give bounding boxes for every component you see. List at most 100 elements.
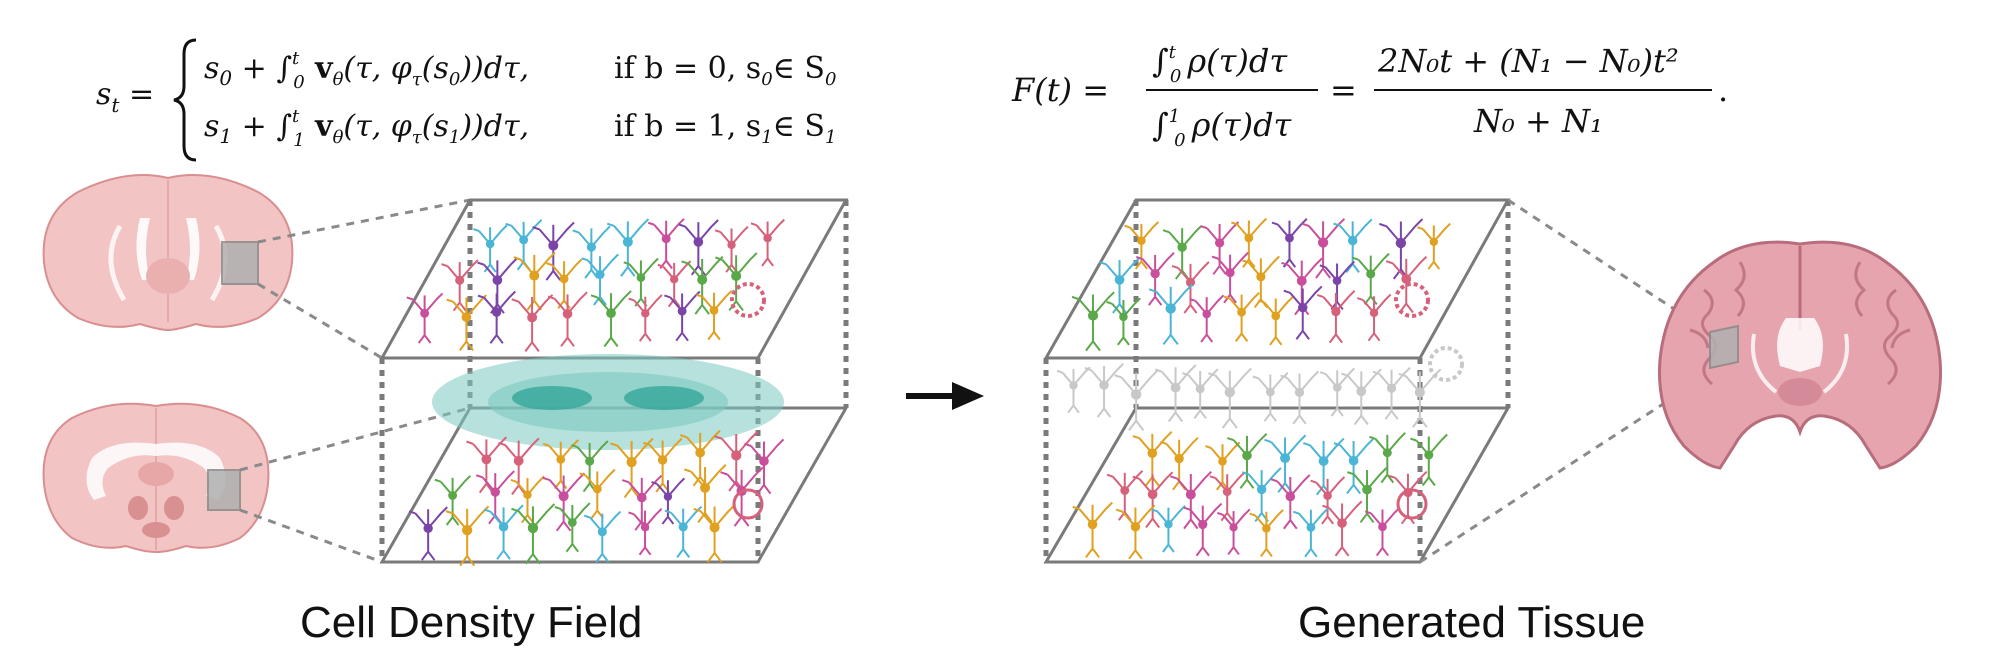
cases-brace [173, 38, 197, 162]
neuron-icon [1160, 437, 1199, 491]
neuron-icon [408, 506, 448, 561]
neuron-icon [1084, 363, 1124, 418]
density-blob [432, 354, 784, 450]
neuron-icon [1249, 509, 1284, 558]
neuron-icon [1270, 474, 1311, 530]
neuron-icon [610, 437, 654, 499]
neuron-icon [1357, 293, 1392, 342]
neuron-icon [532, 221, 575, 281]
neuron-icon [1135, 252, 1175, 306]
neuron-icon [1341, 368, 1382, 426]
neuron-icon [1398, 368, 1442, 428]
neuron-icon [579, 468, 616, 519]
neuron-icon [1151, 505, 1186, 553]
blood-vessel-ring-icon [732, 488, 764, 520]
neuron-icon [554, 502, 591, 553]
neuron-icon [1132, 431, 1173, 487]
neuron-icon [1410, 433, 1448, 487]
neuron-icon [434, 475, 472, 526]
neuron-icon [1372, 366, 1411, 420]
caption-cell-density-field: Cell Density Field [300, 598, 643, 647]
neuron-icon [681, 256, 724, 315]
neuron-icon [1223, 291, 1260, 342]
blood-vessel-ring-icon [1428, 346, 1464, 382]
neuron-icon [651, 477, 686, 525]
blood-vessel-ring-icon [730, 282, 766, 318]
neuron-icon [590, 290, 632, 348]
blood-vessel-ring-icon [1394, 282, 1430, 318]
generated-tissue-box [1043, 198, 1511, 564]
neuron-icon [1319, 260, 1356, 311]
neuron-icon [1148, 283, 1193, 346]
neuron-icon [477, 290, 516, 344]
neuron-icon [1072, 501, 1113, 558]
neuron-icon [1303, 437, 1345, 496]
neuron-icon [1106, 470, 1144, 521]
neuron-icon [1283, 285, 1323, 340]
neuron-icon [1162, 225, 1202, 280]
neuron-icon [1226, 432, 1268, 489]
eq-right-period: . [1718, 71, 1728, 109]
neuron-icon [1189, 294, 1225, 343]
eq-right-equals: = [1330, 71, 1357, 109]
neuron-icon [1154, 364, 1197, 423]
neuron-icon [621, 474, 663, 531]
eq-left-case2-condition: if b = 1, s1∈ S1 [614, 109, 836, 148]
neuron-icon [1333, 218, 1373, 273]
neuron-icon [542, 472, 586, 532]
neuron-icon [1231, 217, 1268, 268]
neuron-icon [1364, 506, 1401, 557]
neuron-icon [441, 259, 479, 312]
neuron-icon [628, 508, 663, 556]
density-field-box [379, 198, 849, 567]
neuron-icon [1417, 222, 1451, 270]
neuron-icon [714, 430, 759, 492]
neuron-layer-right-bottom [1072, 431, 1448, 560]
neuron-icon [466, 436, 508, 494]
eq-right-lhs: F(t) = [1011, 71, 1109, 109]
neuron-icon [683, 464, 727, 523]
neuron-icon [715, 252, 758, 312]
neuron-icon [1170, 471, 1212, 530]
neuron-icon [1310, 476, 1346, 525]
neuron-icon [1200, 221, 1240, 275]
neuron-icon [693, 503, 737, 563]
neuron-icon [1264, 434, 1307, 493]
neuron-icon [1124, 221, 1160, 270]
neuron-icon [1385, 255, 1428, 314]
neuron-icon [583, 510, 622, 563]
neuron-icon [483, 504, 524, 560]
neuron-icon [406, 292, 444, 344]
neuron-icon [513, 251, 556, 311]
leader-lines-left [239, 198, 471, 564]
neuron-icon [1209, 471, 1246, 522]
neuron-icon [1347, 467, 1388, 524]
neuron-icon [664, 505, 703, 558]
neuron-icon [1369, 432, 1406, 484]
neuron-icon [546, 258, 583, 309]
neuron-layer-right-generated [1056, 363, 1442, 431]
neuron-icon [1171, 261, 1210, 314]
neuron-icon [1242, 467, 1282, 523]
human-brain-coronal-icon [1658, 240, 1942, 470]
neuron-icon [1252, 371, 1289, 422]
neuron-icon [623, 257, 659, 307]
neuron-icon [547, 291, 588, 347]
neuron-icon [1071, 291, 1115, 352]
neuron-icon [1183, 502, 1223, 557]
neuron-icon [1322, 500, 1363, 557]
neuron-icon [1242, 255, 1280, 309]
neuron-icon [1352, 252, 1390, 306]
neuron-icon [1271, 218, 1308, 268]
mouse-brain-bottom-icon [42, 402, 270, 554]
neuron-icon [446, 294, 488, 351]
neuron-icon [505, 219, 543, 271]
neuron-layer-left-bottom [408, 429, 785, 567]
arrow-right-icon [906, 382, 984, 410]
neuron-icon [510, 475, 545, 524]
